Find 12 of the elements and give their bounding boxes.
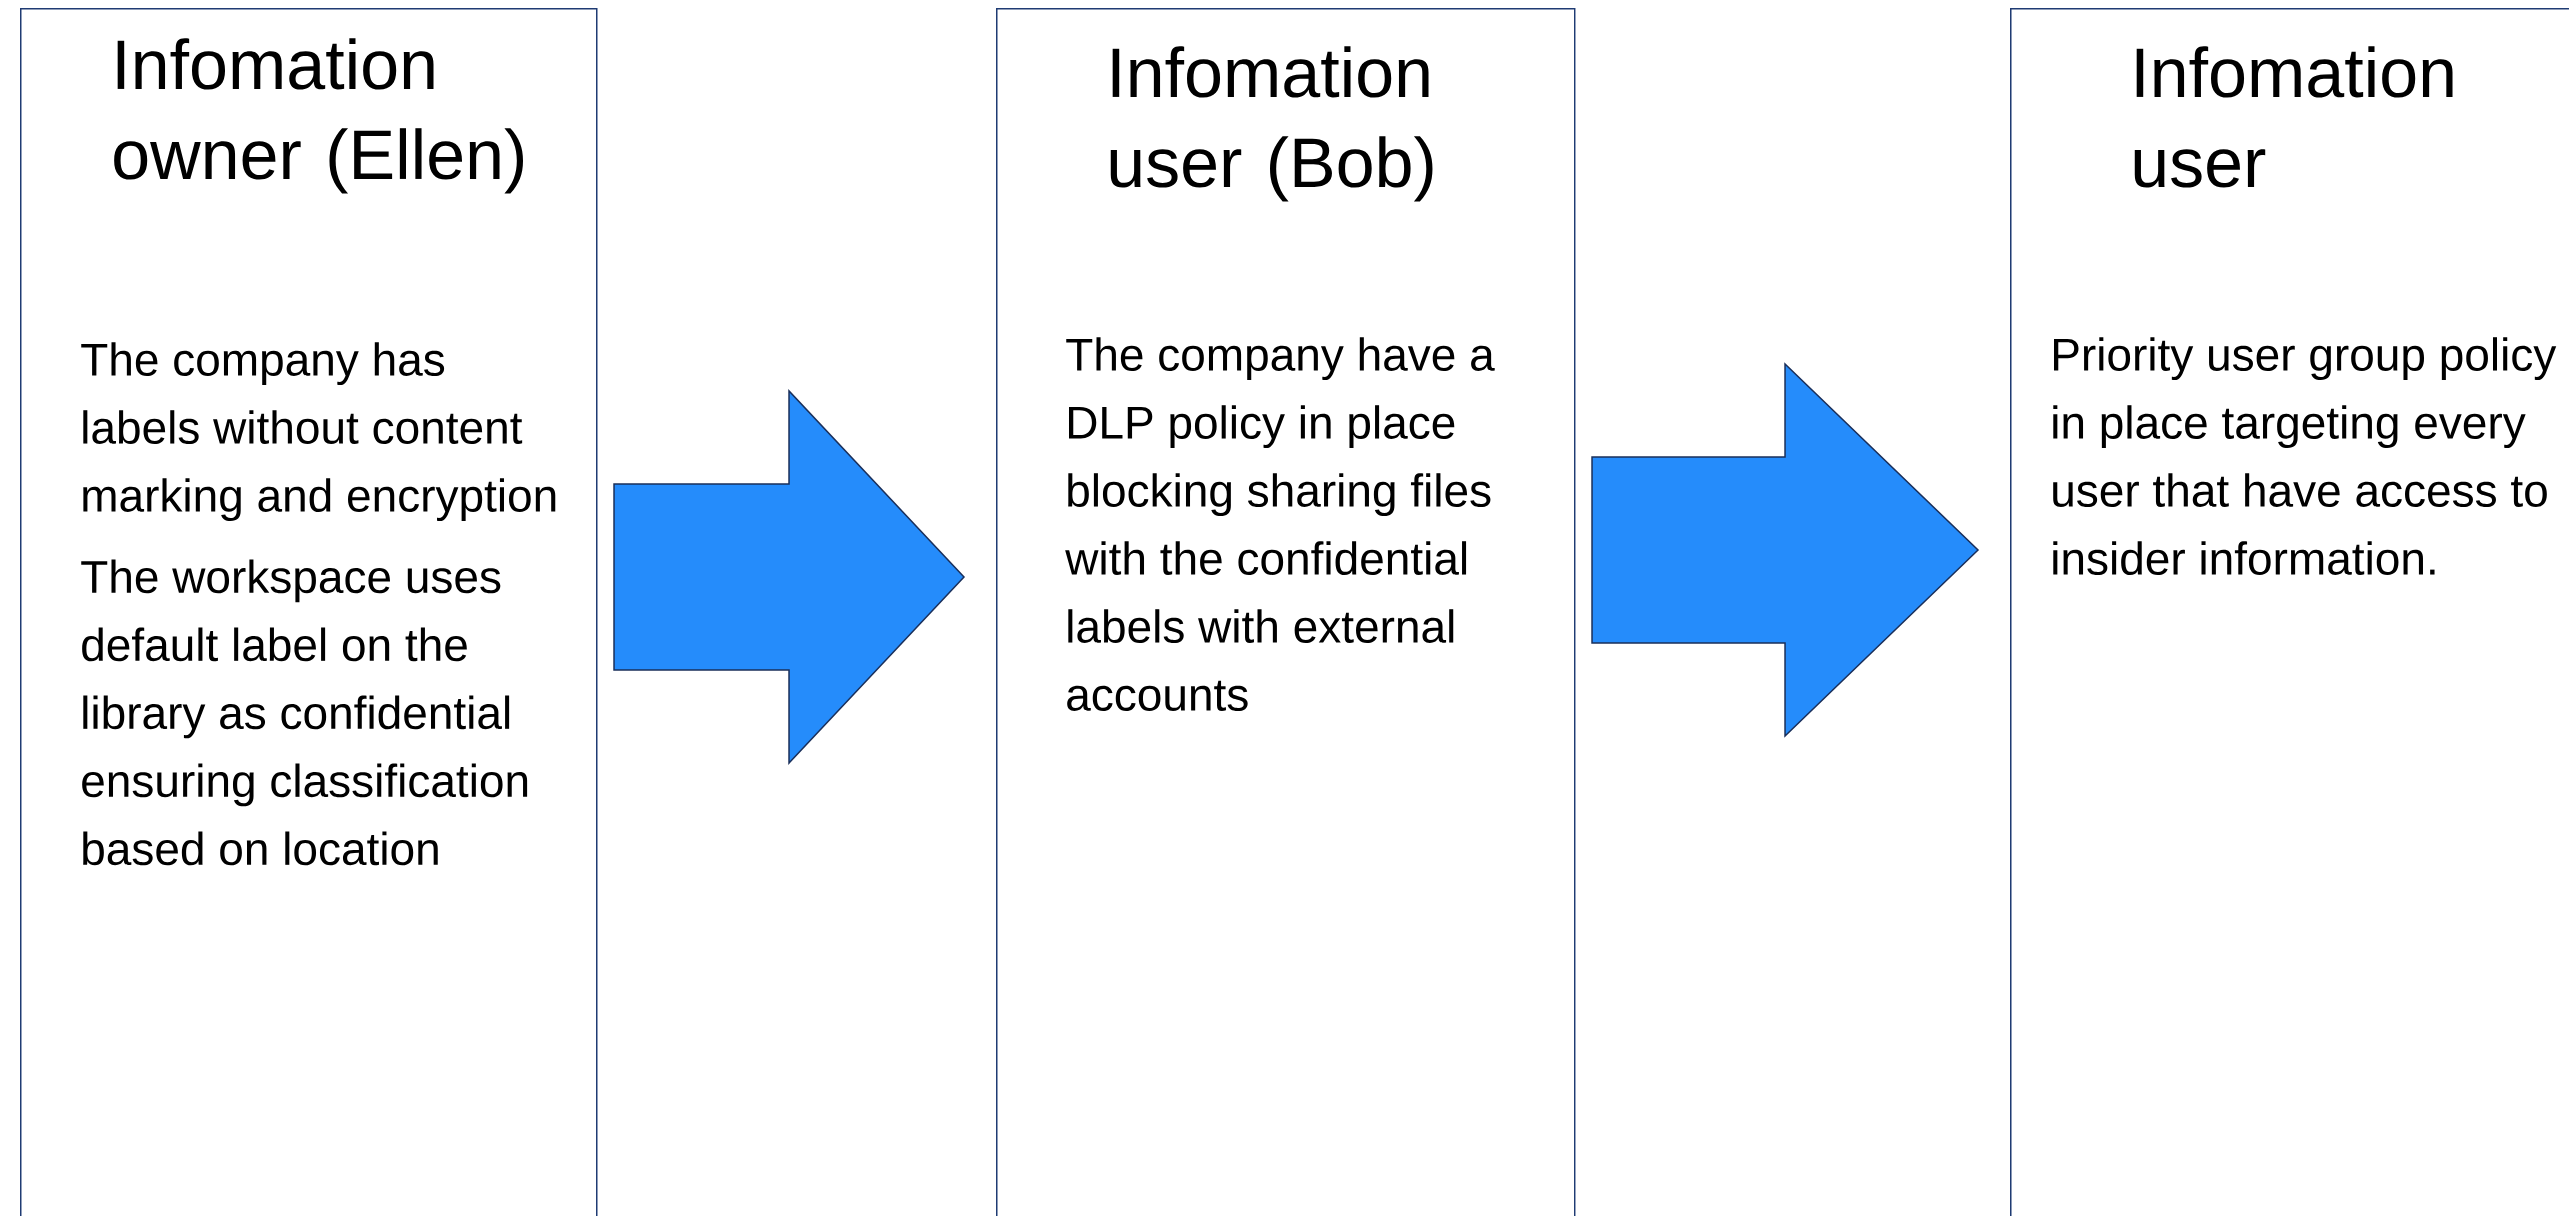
paragraph: The workspace uses default label on the library as confidential ensuring classification based on location (81, 559, 528, 866)
paragraph: The company have a DLP policy in place blocking sharing files with the confidential labels with external accounts (1065, 337, 1495, 711)
column-box (996, 8, 1576, 1216)
heading: Infomation user (Bob) (1110, 46, 1433, 202)
block-arrow (613, 389, 966, 765)
heading: Infomation owner (Ellen) (114, 38, 523, 194)
block-arrow (1591, 362, 1980, 738)
paragraph: Priority user group policy in place targeting every user that have access to insider information. (2053, 337, 2557, 575)
column-box (2010, 8, 2569, 1216)
column-box (20, 8, 598, 1216)
paragraph: The company has labels without content marking and encryption (81, 342, 556, 522)
heading: Infomation user (2134, 46, 2453, 188)
